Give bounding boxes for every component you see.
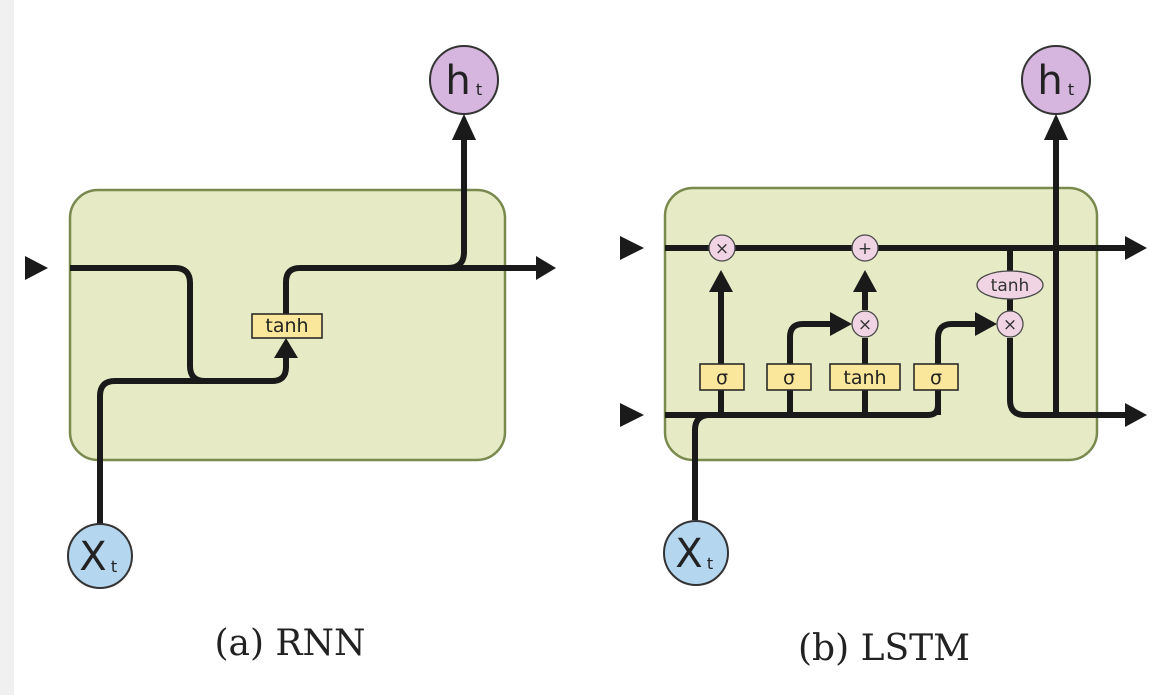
lstm-gate-box: [913, 363, 959, 391]
lstm-gate-label: σ: [716, 367, 728, 389]
rnn-gate-label: tanh: [265, 315, 308, 337]
lstm-add-arrow: [853, 270, 877, 292]
lstm-gate-box: [766, 363, 812, 391]
rnn-hidden-out-arrow: [536, 256, 556, 280]
rnn-tanh-gate: tanh: [251, 313, 323, 339]
rnn-hidden-in-arrow: [25, 256, 48, 280]
lstm-op-label: ×: [715, 239, 729, 259]
page-edge: [0, 0, 14, 695]
lstm-output-gate: σ: [913, 363, 959, 391]
lstm-input-circle: [663, 520, 729, 586]
lstm-cell-out-arrow: [1125, 236, 1147, 260]
lstm-output-circle: [1021, 45, 1091, 115]
lstm-forget-gate: σ: [699, 363, 745, 391]
lstm-hidden-out-wire: [1007, 338, 1126, 418]
lstm-op-circle: [851, 310, 879, 338]
rnn-input-circle: [67, 523, 133, 589]
lstm-gate-label: σ: [783, 367, 795, 389]
lstm-cell-box: [663, 186, 1099, 462]
lstm-op-ellipse: [976, 270, 1044, 300]
rnn-input-sub: t: [111, 557, 117, 576]
rnn-gate-box: [251, 313, 323, 339]
rnn-x-in-wire: [97, 378, 205, 525]
rnn-h-out-arrow: [452, 114, 476, 140]
lstm-diagram: × + × tanh × σ σ tanh: [620, 45, 1147, 669]
lstm-gate-box: [829, 363, 901, 391]
lstm-input-main: X: [675, 531, 702, 577]
rnn-diagram: tanh h t X t (a) RNN: [25, 45, 556, 664]
lstm-output-gate-join: [927, 404, 941, 418]
lstm-candidate-gate: tanh: [829, 363, 901, 391]
lstm-h-out-arrow: [1044, 114, 1068, 140]
lstm-output-tanh-op: tanh: [976, 270, 1044, 300]
lstm-gate-box: [699, 363, 745, 391]
lstm-caption: (b) LSTM: [798, 628, 970, 669]
lstm-op-label: ×: [1003, 315, 1017, 335]
lstm-op-circle: [708, 234, 736, 262]
rnn-output-sub: t: [476, 80, 482, 99]
lstm-op-label: +: [858, 239, 872, 259]
lstm-input-gate-arrow: [830, 312, 852, 336]
lstm-output-node: h t: [1021, 45, 1091, 115]
lstm-gate-label: tanh: [843, 367, 886, 389]
lstm-gate-label: σ: [930, 367, 942, 389]
lstm-output-multiply-op: ×: [996, 310, 1024, 338]
lstm-add-op: +: [851, 234, 879, 262]
lstm-hidden-out-arrow: [1125, 403, 1147, 427]
lstm-forget-arrow: [709, 270, 733, 292]
rnn-output-circle: [429, 45, 499, 115]
lstm-op-circle: [996, 310, 1024, 338]
lstm-output-sub: t: [1068, 80, 1074, 99]
lstm-forget-multiply-op: ×: [708, 234, 736, 262]
rnn-input-node: X t: [67, 523, 133, 589]
lstm-output-gate-arrow: [975, 312, 997, 336]
lstm-input-gate: σ: [766, 363, 812, 391]
lstm-input-node: X t: [663, 520, 729, 586]
lstm-input-sub: t: [707, 554, 713, 573]
rnn-hidden-in-wire: [70, 265, 289, 384]
lstm-op-circle: [851, 234, 879, 262]
lstm-cell-in-arrow: [620, 236, 644, 260]
lstm-op-label: ×: [858, 315, 872, 335]
rnn-caption: (a) RNN: [214, 623, 365, 664]
lstm-output-main: h: [1037, 58, 1062, 104]
rnn-gate-in-arrow: [274, 338, 298, 358]
lstm-input-multiply-op: ×: [851, 310, 879, 338]
lstm-x-in-wire: [692, 412, 760, 520]
rnn-h-out-wire: [447, 140, 467, 271]
rnn-hidden-out-wire: [283, 265, 538, 315]
lstm-op-label: tanh: [991, 276, 1030, 296]
rnn-output-node: h t: [429, 45, 499, 115]
lstm-hidden-in-arrow: [620, 403, 644, 427]
rnn-input-main: X: [79, 534, 106, 580]
lstm-input-gate-wire: [787, 321, 835, 415]
rnn-output-main: h: [445, 58, 470, 104]
